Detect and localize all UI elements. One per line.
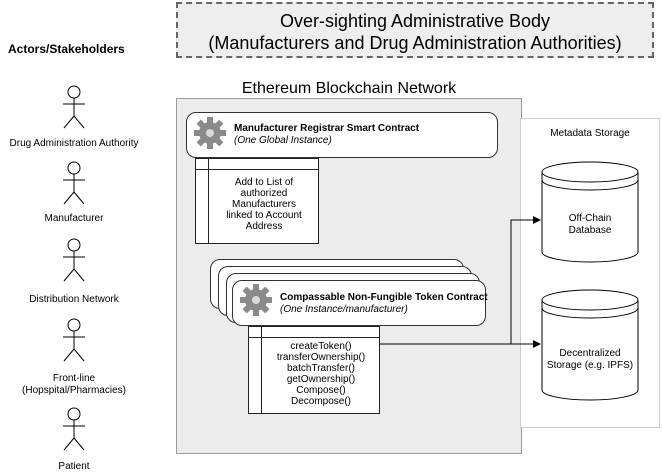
actor-label-frontline-sub: (Hopspital/Pharmacies) [22, 385, 126, 396]
registrar-line: Manufacturers [232, 199, 296, 210]
nft-method: Decompose() [290, 396, 352, 407]
network-title: Ethereum Blockchain Network [241, 80, 457, 97]
actor-label-drug-authority: Drug Administration Authority [9, 138, 139, 149]
ipfs-storage-icon [541, 289, 639, 401]
admin-body-title: Over-sighting Administrative Body [279, 11, 551, 31]
nft-method: batchTransfer() [287, 363, 355, 374]
nft-method: getOwnership() [286, 374, 356, 385]
registrar-gear-icon [194, 117, 226, 149]
actor-label-distribution: Distribution Network [29, 294, 119, 305]
nft-contract-card [232, 280, 486, 326]
ipfs-label-line2: Storage (e.g. IPFS) [546, 360, 634, 371]
nft-contract-subtitle: (One Instance/manufacturer) [280, 304, 408, 315]
nft-gear-icon [240, 284, 272, 316]
offchain-database-icon [541, 161, 639, 263]
nft-contract-title: Compassable Non-Fungible Token Contract [280, 292, 488, 303]
registrar-method-box: Add to List of authorized Manufacturers … [195, 158, 319, 244]
registrar-line: linked to Account [226, 210, 302, 221]
storage-connector-lines [380, 216, 541, 348]
registrar-contract-subtitle: (One Global Instance) [234, 135, 332, 146]
nft-method: createToken() [290, 341, 352, 352]
ipfs-label-line1: Decentralized [559, 348, 621, 359]
registrar-line: Add to List of [234, 177, 294, 188]
actor-label-frontline: Front-line [52, 373, 96, 384]
actors-title: Actors/Stakeholders [8, 42, 125, 56]
registrar-contract-card [186, 112, 498, 158]
nft-method-box: createToken() transferOwnership() batchT… [248, 326, 380, 414]
nft-method: transferOwnership() [276, 352, 366, 363]
actor-label-patient: Patient [58, 461, 90, 472]
offchain-label-line1: Off-Chain [568, 213, 612, 224]
admin-body-box: Over-sighting Administrative Body (Manuf… [176, 2, 654, 58]
registrar-line: authorized [240, 188, 288, 199]
offchain-label-line2: Database [568, 225, 612, 236]
nft-method: Compose() [296, 385, 346, 396]
registrar-line: Address [245, 221, 283, 232]
metadata-storage-title: Metadata Storage [550, 128, 630, 139]
admin-body-subtitle: (Manufacturers and Drug Administration A… [208, 33, 622, 53]
registrar-contract-title: Manufacturer Registrar Smart Contract [234, 123, 420, 134]
actor-label-manufacturer: Manufacturer [44, 213, 104, 224]
